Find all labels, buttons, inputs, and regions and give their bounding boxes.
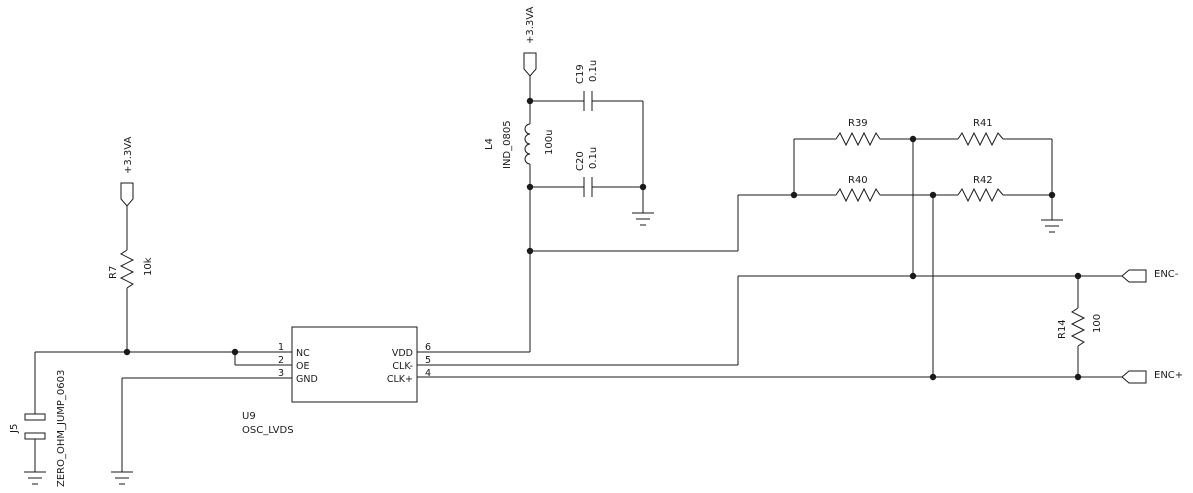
l4-ref: L4 (484, 138, 495, 150)
power-label-r7: +3.3VA (123, 137, 134, 174)
l4-package: IND_0805 (502, 120, 513, 169)
resistor-r40 (835, 187, 881, 203)
inductor-l4 (524, 123, 531, 165)
u9-pin3-num: 3 (278, 368, 284, 379)
r7-ref: R7 (108, 266, 119, 279)
junction (909, 135, 917, 143)
r41-ref: R41 (973, 118, 993, 129)
power-port-r7: +3.3VA (120, 137, 134, 207)
c20-value: 0.1u (588, 147, 599, 169)
ground-symbol (632, 212, 654, 226)
u9-ref: U9 (242, 411, 256, 422)
c20-ref: C20 (575, 151, 586, 171)
junction (1048, 191, 1056, 199)
r14-value: 100 (1092, 314, 1103, 333)
u9-pin1-name: NC (296, 348, 310, 359)
c19-value: 0.1u (588, 60, 599, 82)
oscillator-u9: 1 2 3 NC OE GND 6 5 4 VDD CLK- CLK+ (278, 326, 431, 403)
j5-value: ZERO_OHM_JUMP_0603 (56, 370, 67, 487)
resistor-r7 (119, 249, 135, 289)
u9-pin5-name: CLK- (392, 361, 413, 372)
port-enc-plus: ENC+ (1121, 370, 1183, 384)
r40-ref: R40 (848, 175, 868, 186)
u9-pin2-num: 2 (278, 355, 284, 366)
ground-symbol (24, 471, 46, 485)
port-enc-minus: ENC- (1121, 269, 1179, 283)
j5-ref: J5 (9, 424, 20, 434)
r7-value: 10k (143, 257, 154, 276)
port-enc-minus-label: ENC- (1154, 269, 1179, 280)
power-port-l4: +3.3VA (523, 7, 537, 77)
u9-pin4-name: CLK+ (387, 374, 413, 385)
resistor-r39 (835, 131, 881, 147)
r14-ref: R14 (1057, 319, 1068, 339)
junction (639, 183, 647, 191)
u9-pin5-num: 5 (425, 355, 431, 366)
ground-symbol (111, 471, 133, 485)
c19-ref: C19 (575, 64, 586, 84)
u9-pin4-num: 4 (425, 368, 431, 379)
port-enc-plus-label: ENC+ (1154, 370, 1183, 381)
u9-pin1-num: 1 (278, 342, 284, 353)
u9-pin6-name: VDD (392, 348, 413, 359)
u9-pin3-name: GND (296, 374, 318, 385)
r39-ref: R39 (848, 118, 868, 129)
u9-pin2-name: OE (296, 361, 309, 372)
jumper-j5-pad-bottom (24, 432, 46, 440)
power-label-l4: +3.3VA (525, 7, 536, 44)
resistor-r41 (957, 131, 1004, 147)
l4-value: 100u (544, 130, 555, 155)
jumper-j5-pad-top (24, 413, 46, 421)
junction (929, 191, 937, 199)
ground-symbol (1041, 219, 1063, 233)
resistor-r14 (1070, 307, 1086, 347)
resistor-r42 (957, 187, 1004, 203)
junction (123, 348, 131, 356)
u9-value: OSC_LVDS (242, 425, 294, 436)
r42-ref: R42 (973, 175, 993, 186)
u9-pin6-num: 6 (425, 342, 431, 353)
